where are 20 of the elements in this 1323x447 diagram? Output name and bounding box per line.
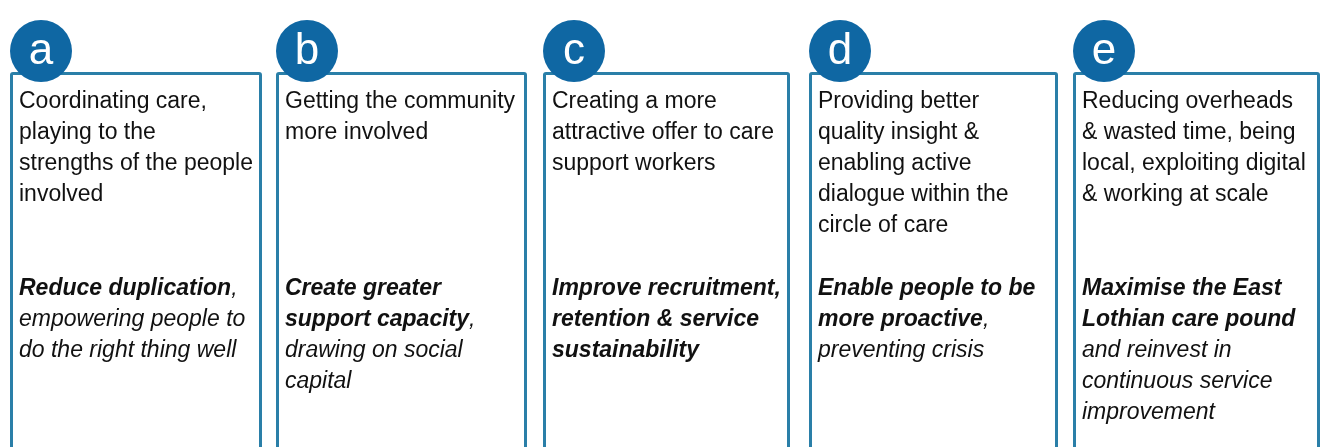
description-text: Getting the community more involved xyxy=(285,86,517,146)
column-card xyxy=(809,72,1058,447)
outcome-text: Maximise the East Lothian care pound and reinvest in continuous service improvement xyxy=(1082,273,1297,426)
column-card xyxy=(1073,72,1320,447)
column-card xyxy=(543,72,790,447)
description-text: Reducing overheads & wasted time, being local, exploiting digital & working at scale xyxy=(1082,86,1307,208)
outcome-text: Create greater support capacity, drawing on social capital xyxy=(285,273,477,395)
letter-badge: d xyxy=(809,20,871,82)
description-text: Coordinating care, playing to the strengths of the people involved xyxy=(19,86,254,208)
letter-badge: b xyxy=(276,20,338,82)
letter-badge: c xyxy=(543,20,605,82)
letter-badge: a xyxy=(10,20,72,82)
column-card xyxy=(10,72,262,447)
outcome-text: Enable people to be more proactive, preventing crisis xyxy=(818,273,1037,364)
outcome-text: Improve recruitment, retention & service sustainability xyxy=(552,273,782,364)
description-text: Creating a more attractive offer to care support workers xyxy=(552,86,775,177)
description-text: Providing better quality insight & enabling active dialogue within the circle of care xyxy=(818,86,1010,239)
letter-badge: e xyxy=(1073,20,1135,82)
column-card xyxy=(276,72,527,447)
outcome-text: Reduce duplication, empowering people to do the right thing well xyxy=(19,273,247,364)
